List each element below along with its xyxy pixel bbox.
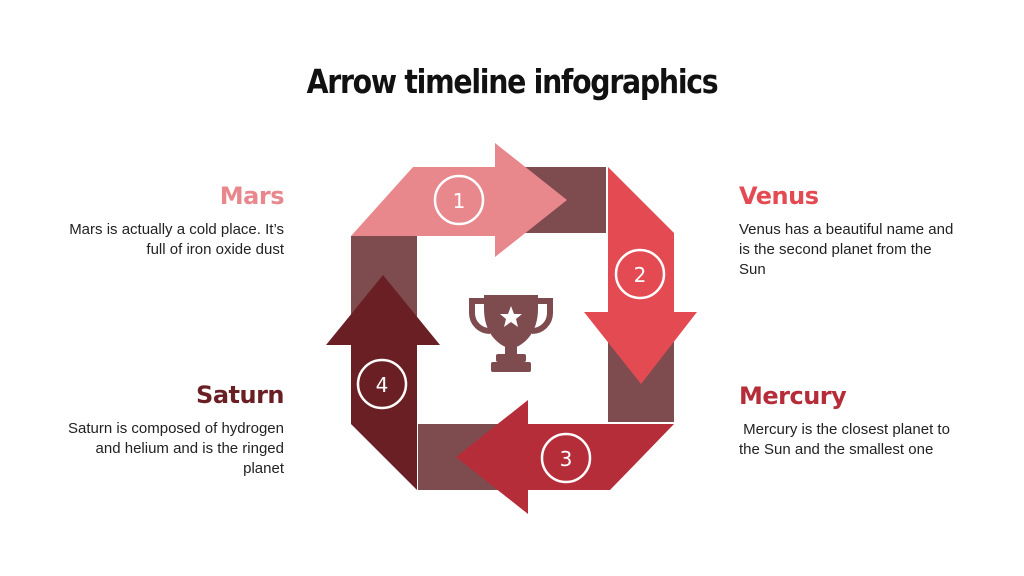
venus-heading: Venus	[739, 182, 819, 210]
step-2-marker: 2	[614, 248, 666, 300]
step-1-marker: 1	[433, 174, 485, 226]
saturn-description: Saturn is composed of hydrogen and heliu…	[68, 420, 284, 477]
mercury-description: Mercury is the closest planet to the Sun…	[739, 421, 955, 458]
venus-description: Venus has a beautiful name and is the se…	[739, 221, 954, 278]
arrow-3	[456, 400, 674, 514]
saturn-heading: Saturn	[196, 381, 284, 409]
step-1-number: 1	[453, 189, 466, 213]
mercury-heading: Mercury	[739, 382, 847, 410]
mars-description: Mars is actually a cold place. It’s full…	[69, 221, 284, 258]
step-saturn: Saturn Saturn is composed of hydrogen an…	[64, 381, 284, 479]
arrow-2	[584, 167, 697, 384]
step-mercury: Mercury Mercury is the closest planet to…	[739, 382, 959, 460]
step-4-marker: 4	[356, 358, 408, 410]
step-4-number: 4	[376, 373, 389, 397]
arrow-4	[326, 275, 440, 490]
trophy-icon	[469, 295, 553, 372]
step-venus: Venus Venus has a beautiful name and is …	[739, 182, 959, 280]
step-2-number: 2	[634, 263, 647, 287]
step-3-marker: 3	[540, 432, 592, 484]
step-mars: Mars Mars is actually a cold place. It’s…	[64, 182, 284, 260]
page-title: Arrow timeline infographics	[306, 62, 719, 101]
arrow-1	[351, 143, 567, 257]
mars-heading: Mars	[219, 182, 285, 210]
step-3-number: 3	[560, 447, 573, 471]
